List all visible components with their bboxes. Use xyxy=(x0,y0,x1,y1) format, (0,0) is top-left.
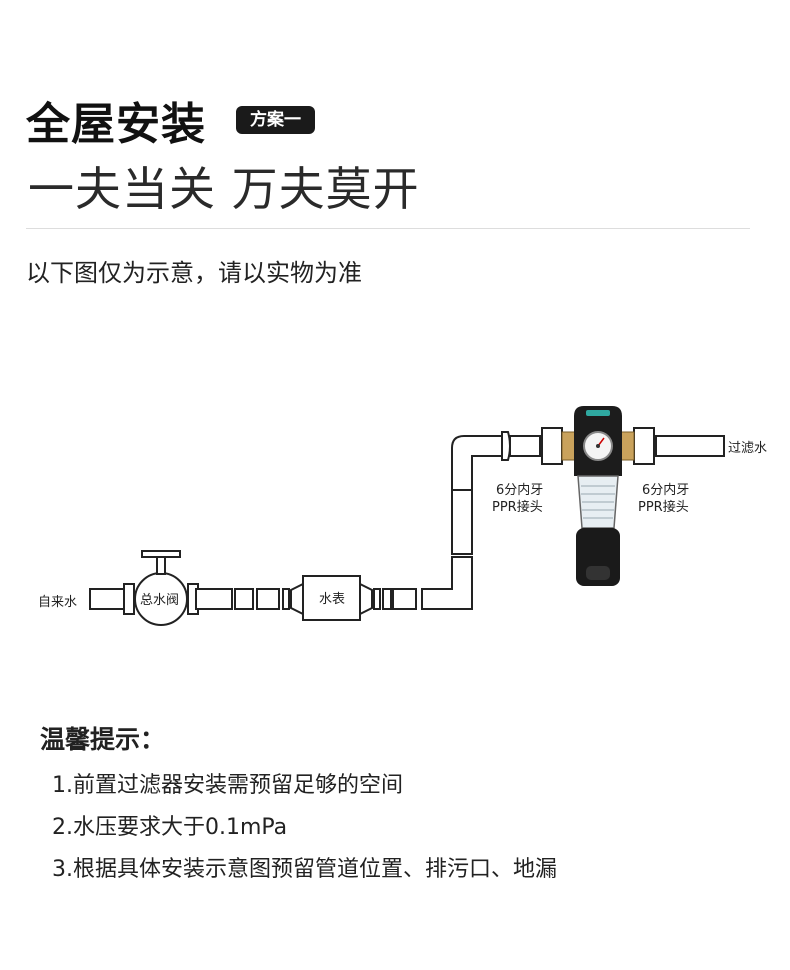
outlet-label: 过滤水 xyxy=(728,441,767,456)
plan-badge: 方案一 xyxy=(236,106,315,134)
pipe-joint xyxy=(382,588,392,610)
tips-title: 温馨提示： xyxy=(40,725,166,754)
pipe-elbow-lower xyxy=(421,556,473,610)
meter-left-cone xyxy=(290,582,304,616)
installation-diagram: 自来水 总水阀 水表 过滤水 6分内牙 PPR接头 6分内牙 PPR接头 xyxy=(38,406,767,626)
right-connector-label-line1: 6分内牙 xyxy=(642,482,689,498)
disclaimer-note: 以下图仅为示意，请以实物为准 xyxy=(26,259,362,287)
tips-list: 1.前置过滤器安装需预留足够的空间 2.水压要求大于0.1mPa 3.根据具体安… xyxy=(52,766,557,892)
ppr-connector-left xyxy=(541,427,563,465)
brass-fitting-left xyxy=(561,431,577,461)
pipe-segment xyxy=(509,435,541,457)
pipe-joint xyxy=(282,588,290,610)
inlet-pipe xyxy=(89,588,125,610)
tip-item: 2.水压要求大于0.1mPa xyxy=(52,815,288,840)
tip-item: 3.根据具体安装示意图预留管道位置、排污口、地漏 xyxy=(52,857,557,882)
brass-fitting-right xyxy=(619,431,635,461)
water-meter-label: 水表 xyxy=(319,592,345,607)
pipe-riser xyxy=(451,489,473,555)
outlet-pipe xyxy=(655,435,725,457)
left-connector-label-line1: 6分内牙 xyxy=(496,482,543,498)
divider xyxy=(26,228,750,229)
water-meter xyxy=(302,575,361,621)
ppr-connector-right xyxy=(633,427,655,465)
slogan: 一夫当关 万夫莫开 xyxy=(28,162,420,216)
valve-handle xyxy=(141,550,181,558)
pipe-coupler xyxy=(501,431,511,461)
pipe-joint xyxy=(392,588,417,610)
pipe-joint xyxy=(256,588,280,610)
pipe-segment xyxy=(195,588,233,610)
tip-item: 1.前置过滤器安装需预留足够的空间 xyxy=(52,773,403,798)
valve-left-flange xyxy=(123,583,135,615)
left-connector-label-line2: PPR接头 xyxy=(492,499,543,515)
page-title: 全屋安装 xyxy=(26,99,206,150)
meter-right-cone xyxy=(359,582,373,616)
inlet-label: 自来水 xyxy=(38,595,77,610)
prefilter-unit xyxy=(574,406,622,586)
right-connector-label-line2: PPR接头 xyxy=(638,499,689,515)
pipe-joint xyxy=(373,588,381,610)
main-valve-label: 总水阀 xyxy=(140,593,179,608)
pipe-joint xyxy=(234,588,254,610)
pipe-elbow-upper xyxy=(451,435,503,491)
valve-stem xyxy=(156,555,166,575)
